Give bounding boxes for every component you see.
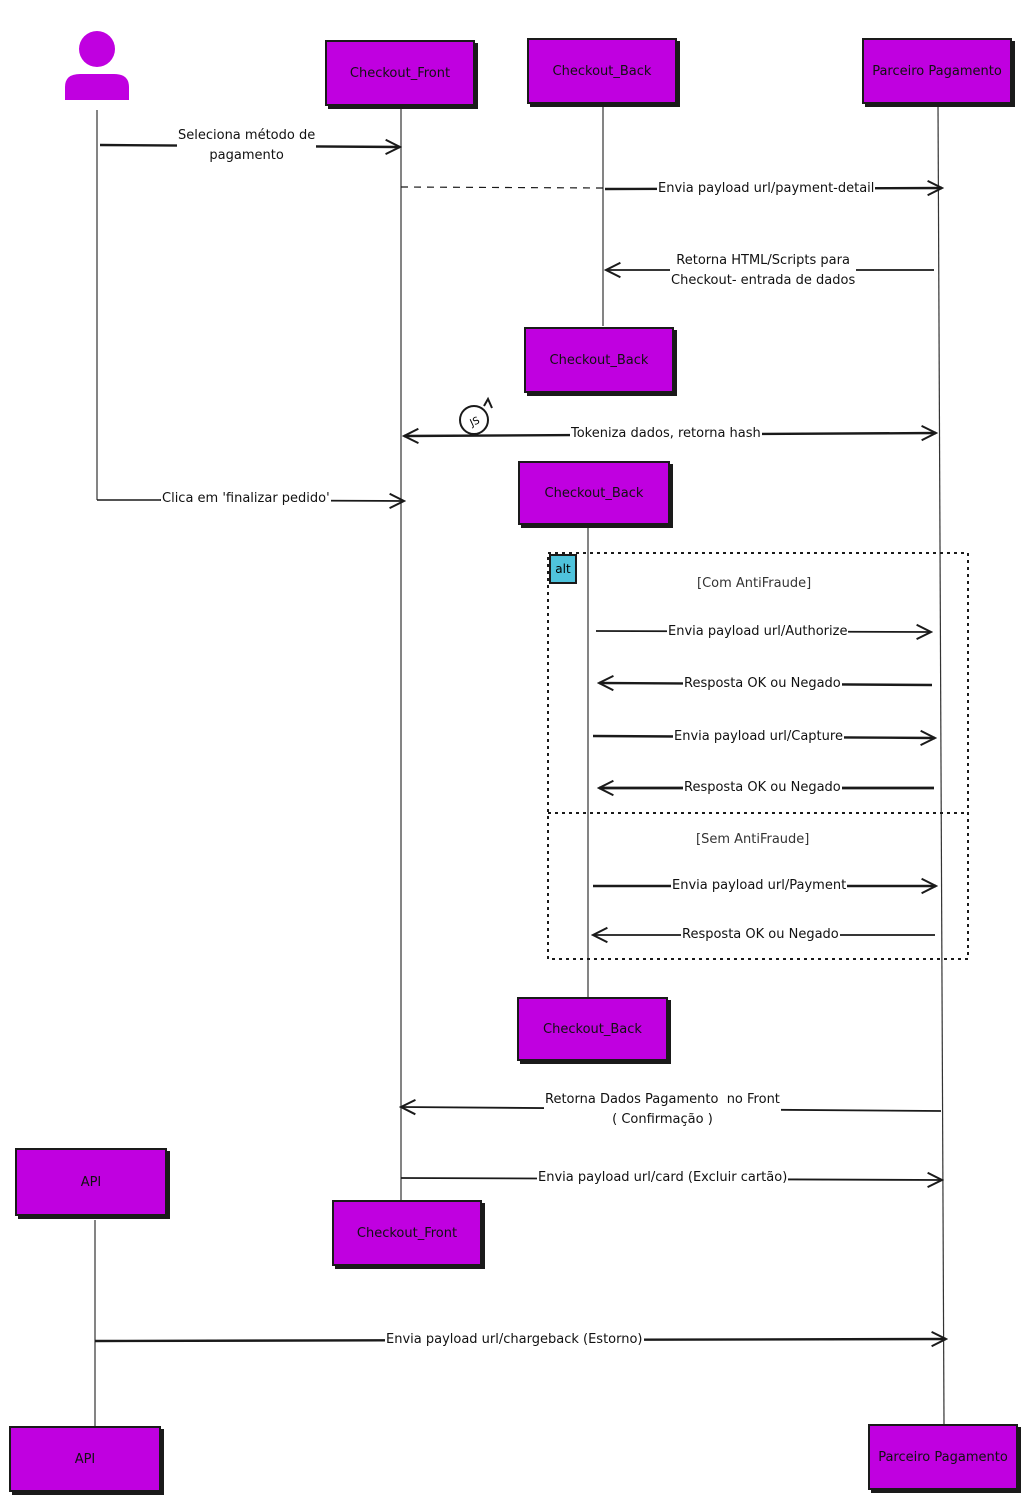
participant-parceiro-top: Parceiro Pagamento: [862, 38, 1012, 104]
participant-checkout-back-4: Checkout_Back: [517, 997, 668, 1061]
participant-checkout-front-bottom: Checkout_Front: [332, 1200, 482, 1266]
message-payment-detail: Envia payload url/payment-detail: [657, 179, 876, 199]
message-resposta-1: Resposta OK ou Negado: [683, 674, 842, 694]
participant-label: Checkout_Back: [552, 63, 652, 79]
message-tokeniza: Tokeniza dados, retorna hash: [570, 424, 762, 444]
participant-label: Checkout_Back: [549, 352, 649, 368]
participant-label: Checkout_Back: [543, 1021, 642, 1037]
participant-label: API: [74, 1451, 96, 1467]
message-capture: Envia payload url/Capture: [673, 727, 844, 747]
alt-guard-com-antifraude: [Com AntiFraude]: [697, 576, 812, 591]
participant-label: Checkout_Back: [544, 485, 644, 501]
message-seleciona: Seleciona método de pagamento: [177, 126, 317, 166]
user-actor-icon: [64, 30, 130, 100]
message-chargeback: Envia payload url/chargeback (Estorno): [385, 1330, 644, 1350]
js-badge-text: JS: [468, 415, 482, 429]
message-retorna-html: Retorna HTML/Scripts para Checkout- entr…: [670, 251, 857, 291]
participant-api-bottom: API: [9, 1426, 161, 1492]
message-authorize: Envia payload url/Authorize: [667, 622, 849, 642]
alt-guard-sem-antifraude: [Sem AntiFraude]: [696, 832, 810, 847]
message-card: Envia payload url/card (Excluir cartão): [537, 1168, 789, 1188]
js-badge-icon: JS: [459, 396, 493, 435]
message-resposta-2: Resposta OK ou Negado: [683, 778, 842, 798]
alt-tag: alt: [549, 554, 577, 584]
alt-frame: [547, 552, 969, 960]
participant-label: Parceiro Pagamento: [878, 1449, 1008, 1465]
participant-label: API: [80, 1174, 102, 1190]
message-resposta-3: Resposta OK ou Negado: [681, 925, 840, 945]
participant-parceiro-bottom: Parceiro Pagamento: [868, 1424, 1018, 1490]
participant-checkout-back-top: Checkout_Back: [527, 38, 677, 104]
participant-api-top: API: [15, 1148, 167, 1216]
participant-checkout-front-top: Checkout_Front: [325, 40, 475, 106]
message-retorna-dados: Retorna Dados Pagamento no Front ( Confi…: [544, 1090, 781, 1130]
participant-label: Parceiro Pagamento: [872, 63, 1002, 79]
participant-label: Checkout_Front: [356, 1225, 458, 1241]
participant-checkout-back-2: Checkout_Back: [524, 327, 674, 393]
message-finalizar: Clica em 'finalizar pedido': [161, 489, 331, 509]
participant-label: Checkout_Front: [349, 65, 451, 81]
dashed-front-back: [400, 186, 604, 189]
message-payment: Envia payload url/Payment: [671, 876, 848, 896]
parceiro-lifeline: [937, 103, 945, 1425]
participant-checkout-back-3: Checkout_Back: [518, 461, 670, 525]
